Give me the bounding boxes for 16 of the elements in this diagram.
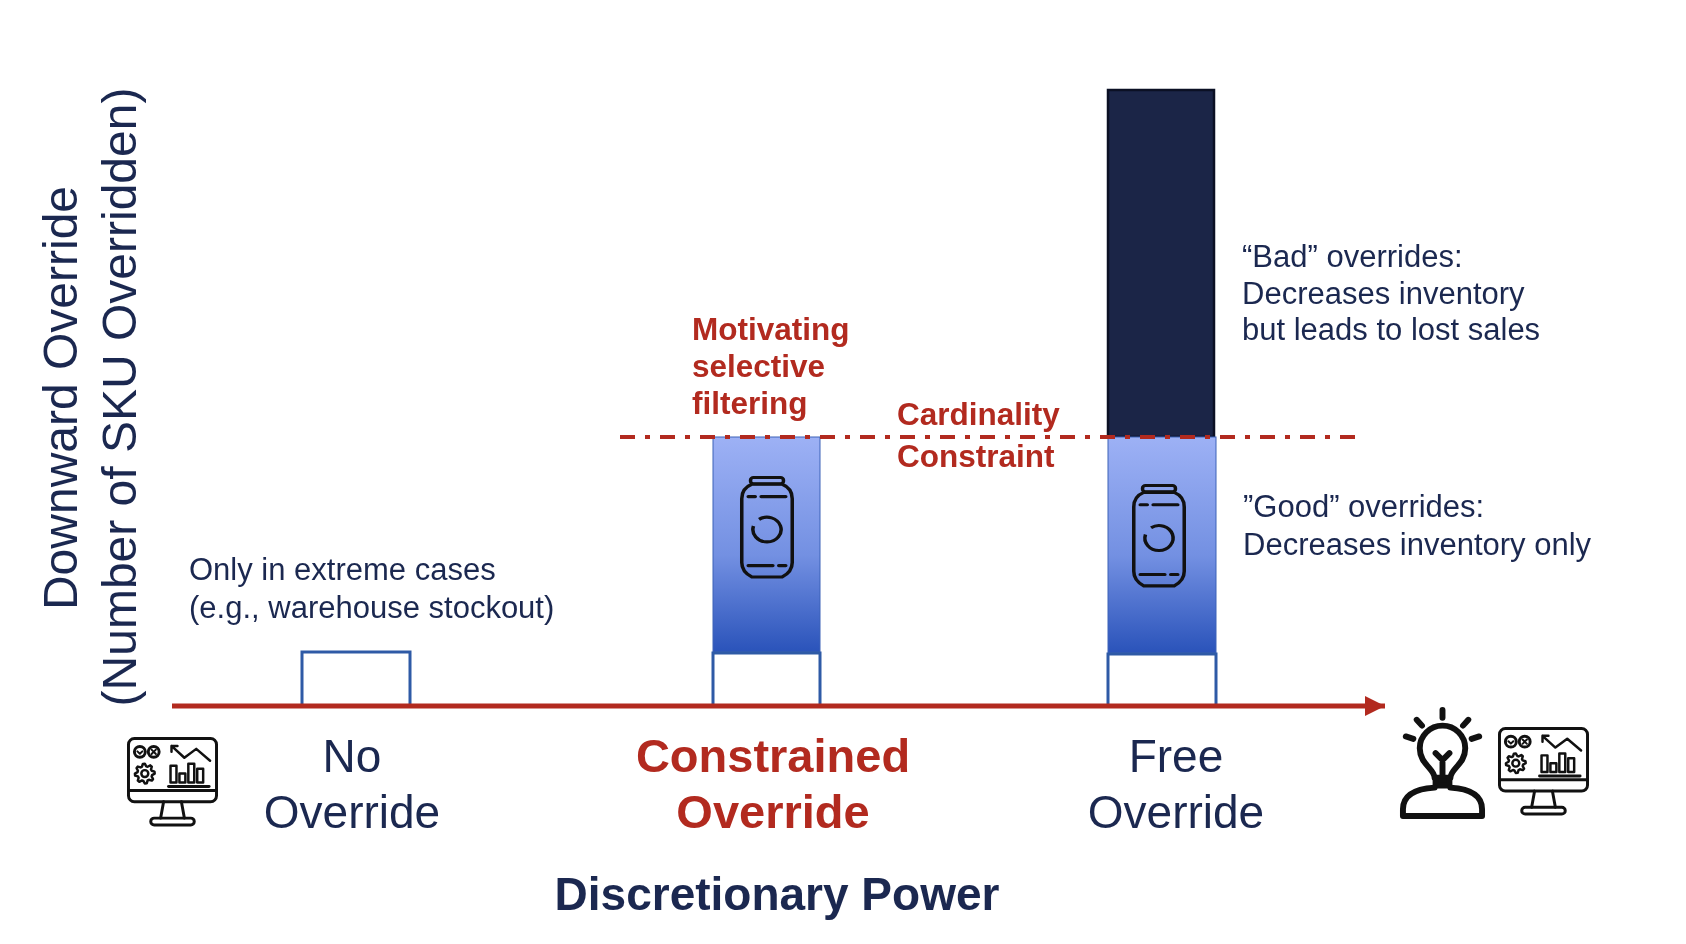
annotation: “Bad” overrides: xyxy=(1242,238,1464,275)
bad-override-bar xyxy=(1106,88,1216,439)
category-label: Constrained Override xyxy=(634,728,912,840)
annotation: Decreases inventory but leads to lost sales xyxy=(1242,276,1542,348)
good-override-bar xyxy=(1107,436,1217,654)
annotation: Decreases inventory only xyxy=(1243,526,1593,563)
good-override-bar xyxy=(712,436,821,653)
annotation: Only in extreme cases (e.g., warehouse stockout) xyxy=(189,551,556,627)
axis-title: (Number of SKU Overridden) xyxy=(94,87,146,707)
category-label: Free Override xyxy=(1086,729,1266,840)
axis-title: Discretionary Power xyxy=(553,868,1001,920)
annotation: ”Good” overrides: xyxy=(1243,488,1486,525)
annotation: Motivating selective filtering xyxy=(692,311,851,422)
category-label: No Override xyxy=(262,729,442,840)
threshold-label: Cardinality Constraint xyxy=(897,395,1061,476)
axis-title: Downward Override xyxy=(35,185,87,611)
